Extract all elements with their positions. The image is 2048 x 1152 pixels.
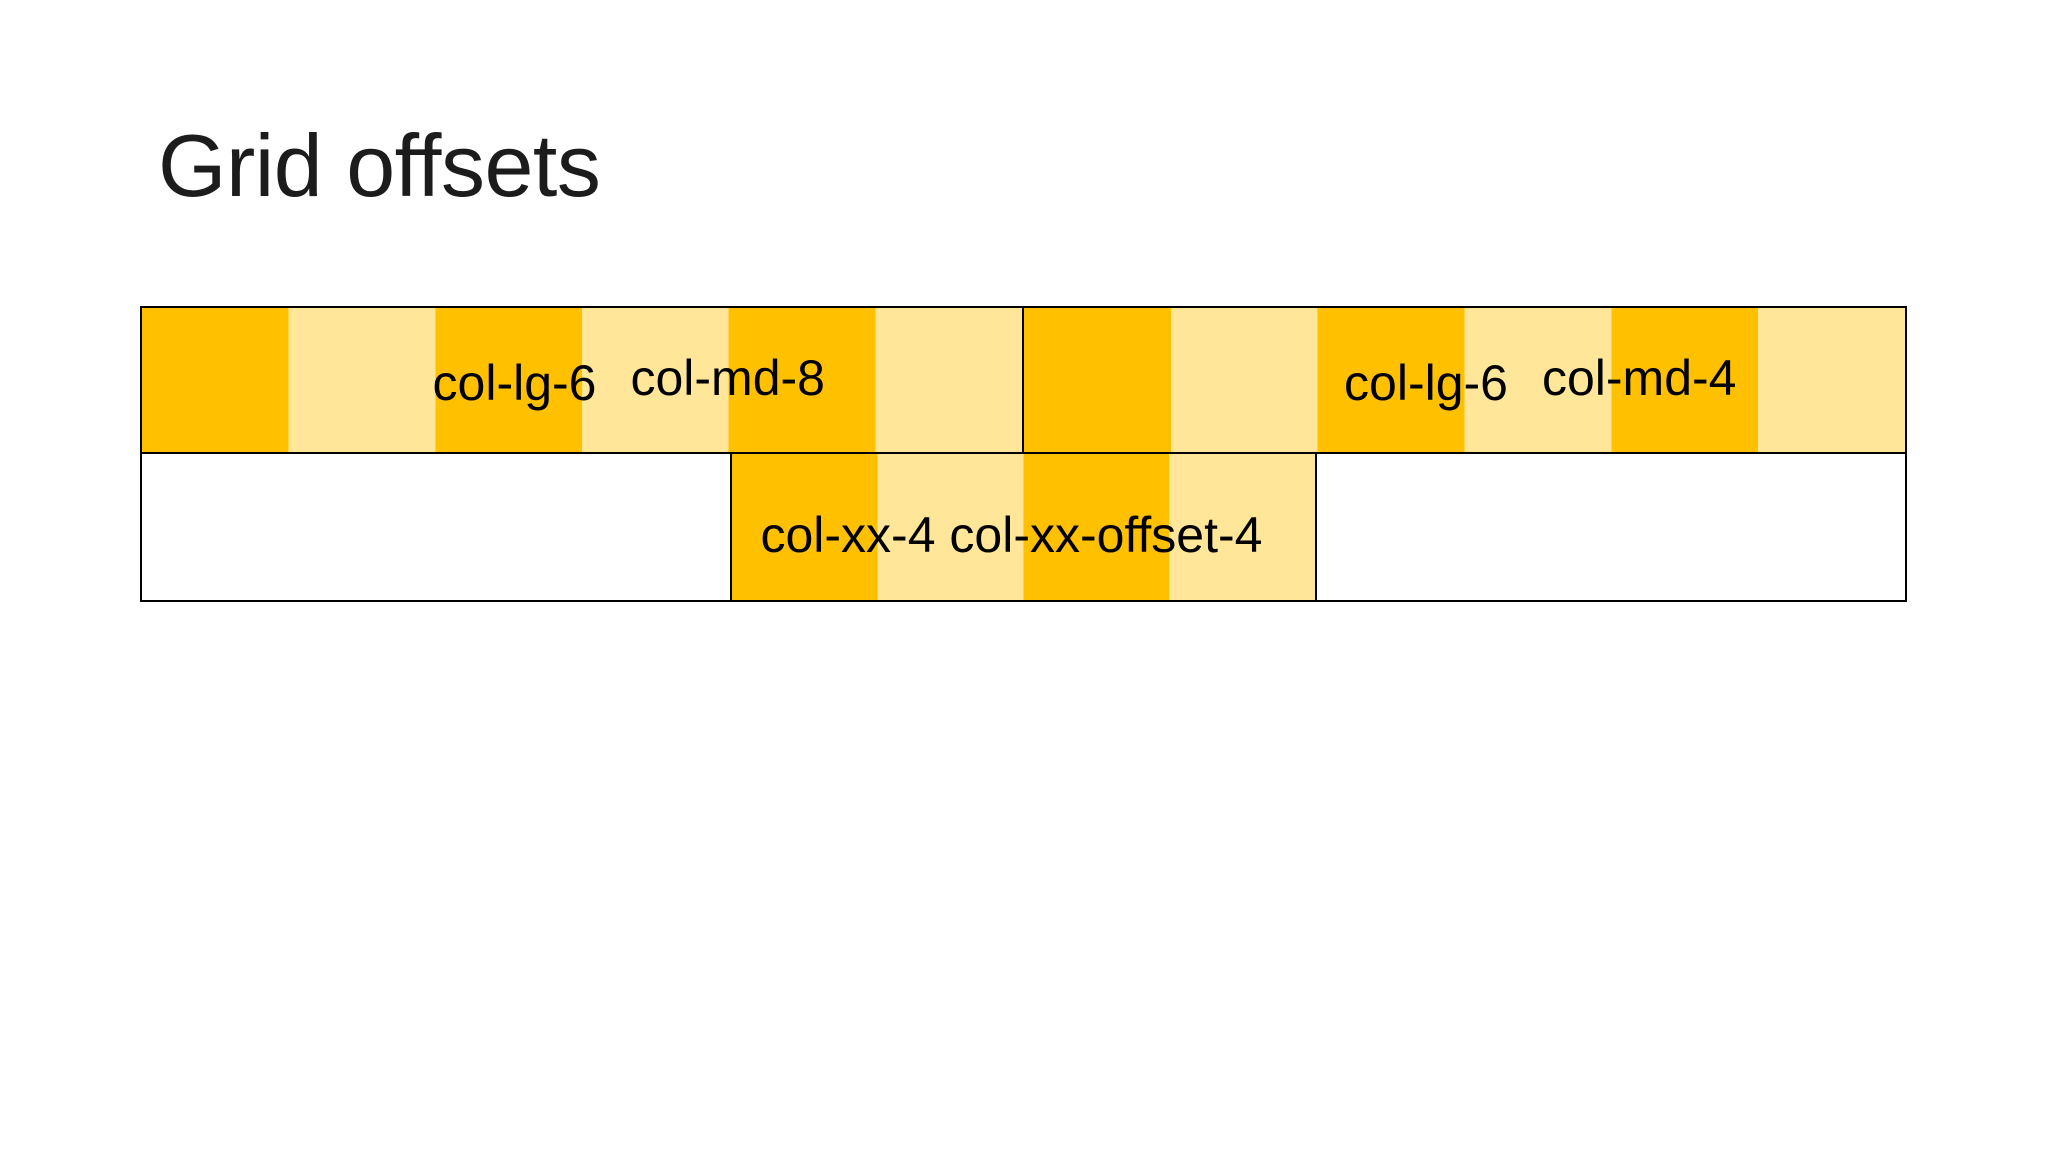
cell-labels: col-lg-6 col-md-8 — [189, 311, 1069, 455]
grid-row-2: col-xx-4 col-xx-offset-4 — [140, 454, 1907, 602]
label-col-xx-4-offset-4: col-xx-4 col-xx-offset-4 — [760, 507, 1263, 563]
label-col-lg-6: col-lg-6 — [1344, 355, 1508, 411]
label-col-lg-6: col-lg-6 — [432, 355, 597, 411]
grid-offsets-diagram: col-lg-6 col-md-8 col-lg-6 col-md-4 col-… — [140, 306, 1907, 602]
label-col-md-4: col-md-4 — [1541, 350, 1737, 406]
grid-cell-lg6-md4: col-lg-6 col-md-4 — [1023, 308, 1905, 452]
grid-cell-xx4-offset4: col-xx-4 col-xx-offset-4 — [729, 454, 1318, 600]
cell-labels: col-lg-6 col-md-4 — [1100, 311, 1982, 455]
slide-title: Grid offsets — [158, 116, 601, 215]
grid-cell-offset-left-empty — [142, 454, 730, 600]
grid-row-1: col-lg-6 col-md-8 col-lg-6 col-md-4 — [140, 306, 1907, 454]
cell-labels: col-xx-4 col-xx-offset-4 — [720, 462, 1304, 608]
grid-cell-right-empty — [1317, 454, 1905, 600]
grid-cell-lg6-md8: col-lg-6 col-md-8 — [142, 308, 1024, 452]
label-col-md-8: col-md-8 — [630, 350, 825, 406]
